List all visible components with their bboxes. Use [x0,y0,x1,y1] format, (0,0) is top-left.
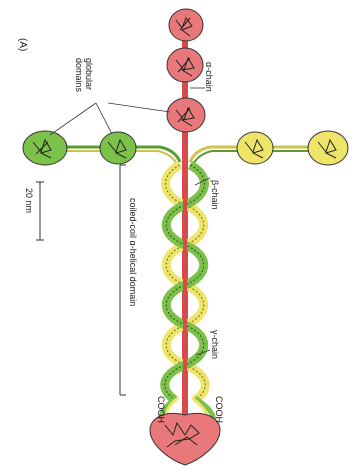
alpha-top-globules [167,9,205,132]
scale-bar-label: 20 nm [24,188,34,213]
beta-chain-label: β-chain [210,180,220,210]
cooh-left-label: COOH [156,396,166,423]
scale-bar-bracket [36,182,44,240]
pointer-1 [50,103,96,135]
pointer-2 [96,103,112,134]
alpha-globule-2 [167,48,203,82]
globular-label-line1: globular [84,58,94,90]
globular-label-line2: domains [74,58,84,93]
coiled-coil-label: coiled-coil α-helical domain [128,198,138,306]
coiled-coil-domain [160,165,214,440]
alpha-globule-1 [169,9,203,41]
cooh-right-label: COOH [214,396,224,423]
globular-pointers [50,103,170,135]
left-globule-outer [23,131,67,165]
alpha-chain-label: α-chain [204,62,214,92]
gamma-chain-label: γ-chain [210,330,220,359]
right-globule-outer [308,131,348,165]
panel-label-text: (A) [17,38,28,51]
coiled-coil-bracket [120,165,126,395]
pointer-3 [108,103,170,112]
right-globule-inner [237,132,273,164]
left-globule-inner [100,132,136,164]
